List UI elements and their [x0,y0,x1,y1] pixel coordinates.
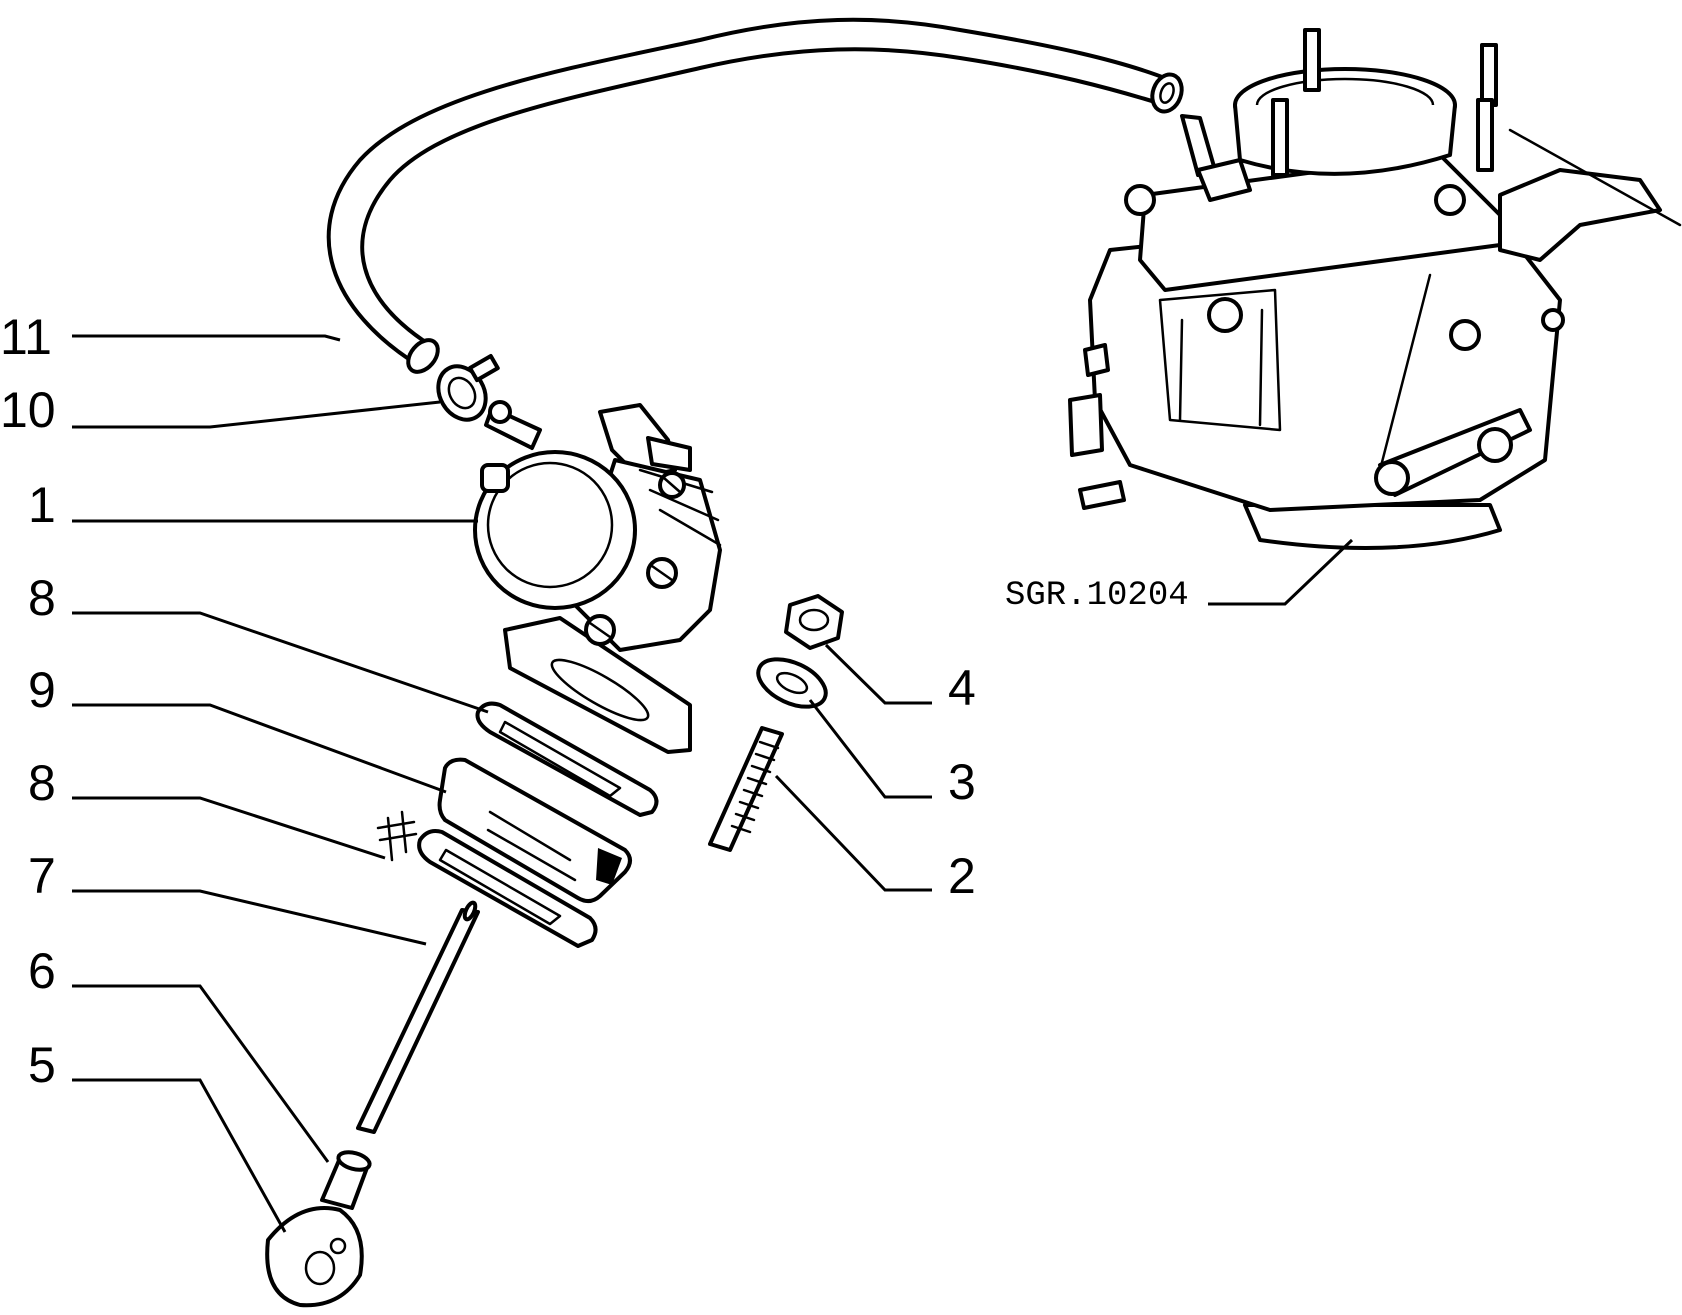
callout-2: 2 [948,848,976,904]
threaded-stud [708,726,784,852]
gasket-upper [475,701,659,817]
insulator-spacer [437,757,632,903]
leader-8a [72,611,489,714]
leader-5 [72,1078,287,1233]
callout-7: 7 [28,848,56,904]
hose-clamp [436,354,500,422]
callout-9: 9 [28,662,56,718]
leader-10 [72,400,441,429]
callout-1: 1 [28,477,56,533]
leader-11 [72,334,341,342]
hex-nut [784,594,844,650]
gasket-lower [417,829,598,948]
leader-8b [72,796,386,860]
leader-9 [72,703,447,794]
leader-7 [72,889,427,946]
callout-6: 6 [28,943,56,999]
callout-8-upper: 8 [28,570,56,626]
leader-3 [808,699,932,799]
callout-10: 10 [0,382,56,438]
leader-drawing-code [1208,538,1354,606]
leader-6 [72,984,330,1163]
bushing [320,1150,372,1210]
leader-lines [72,334,1354,1233]
callout-3: 3 [948,754,976,810]
carburetor-assembly [1068,28,1682,550]
leader-2 [774,774,932,892]
callout-4: 4 [948,660,976,716]
pushrod [356,900,480,1134]
callout-5: 5 [28,1037,56,1093]
washer [756,657,828,709]
callout-labels: 11 10 1 8 9 8 7 6 5 4 3 2 SGR.10204 [0,309,1189,1093]
callout-8-lower: 8 [28,755,56,811]
leader-4 [824,643,932,705]
callout-11: 11 [0,309,52,365]
cap-plug [265,1206,364,1308]
fuel-pump [473,400,722,754]
drawing-code: SGR.10204 [1005,577,1189,615]
fuel-hose [326,17,1184,374]
